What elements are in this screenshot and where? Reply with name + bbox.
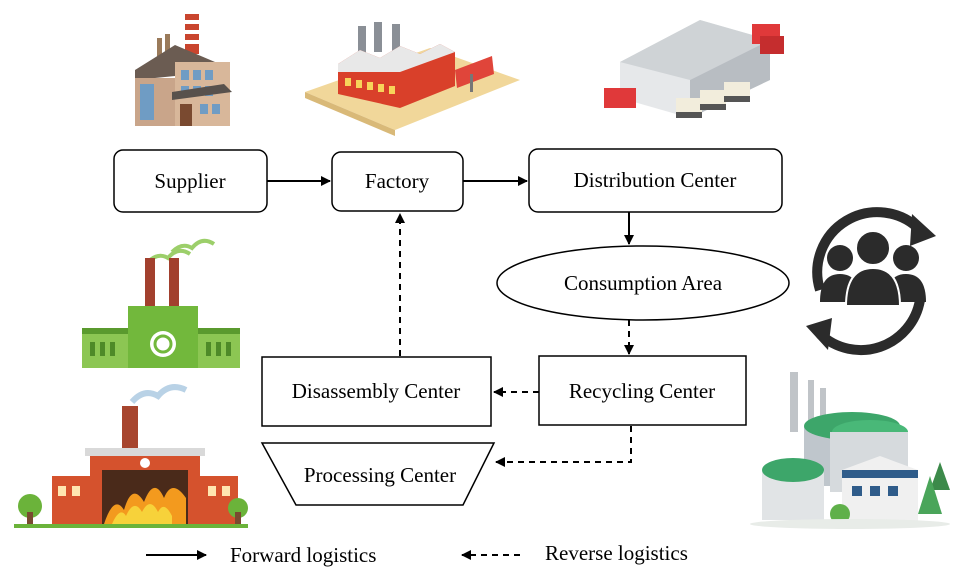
node-distribution-center: Distribution Center	[528, 148, 783, 213]
arrow-recycling-processing	[495, 426, 632, 467]
node-factory: Factory	[331, 151, 464, 212]
incineration-plant-icon	[14, 384, 248, 528]
processing-plant-icon	[750, 372, 950, 529]
processing-center-label: Processing Center	[304, 463, 456, 487]
node-supplier: Supplier	[113, 149, 268, 213]
disassembly-center-label: Disassembly Center	[292, 379, 461, 403]
legend-reverse-label: Reverse logistics	[545, 541, 688, 565]
consumer-group-cycle-icon	[806, 207, 936, 356]
distribution-center-label: Distribution Center	[574, 168, 737, 192]
forward-arrows	[267, 176, 634, 245]
node-disassembly-center: Disassembly Center	[261, 356, 492, 427]
node-processing-center: Processing Center	[260, 442, 496, 506]
legend: Forward logistics Reverse logistics	[146, 541, 688, 567]
legend-forward-label: Forward logistics	[230, 543, 376, 567]
supplier-label: Supplier	[154, 169, 225, 193]
reverse-arrows	[395, 213, 634, 467]
node-consumption-area: Consumption Area	[496, 245, 790, 321]
recycling-center-label: Recycling Center	[569, 379, 715, 403]
node-recycling-center: Recycling Center	[538, 355, 747, 426]
consumption-area-label: Consumption Area	[564, 271, 723, 295]
warehouse-icon	[604, 20, 784, 118]
factory-icon	[305, 22, 520, 136]
supplier-building-icon	[135, 14, 232, 126]
factory-label: Factory	[365, 169, 430, 193]
recycling-plant-icon	[82, 238, 240, 368]
